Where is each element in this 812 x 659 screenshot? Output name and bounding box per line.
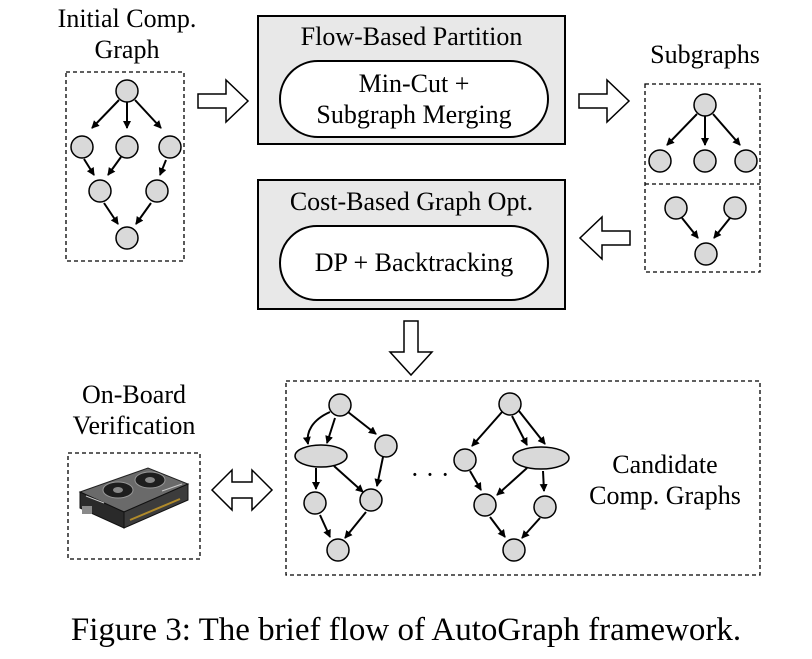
subgraphs-box: [644, 83, 761, 273]
optimization-title: Cost-Based Graph Opt.: [289, 187, 534, 216]
optimization-method: DP + Backtracking: [279, 225, 549, 301]
candidate-graph-b: [469, 410, 548, 539]
subgraph-1-nodes: [648, 93, 758, 173]
initial-graph-nodes: [70, 79, 182, 250]
gpu-card-icon: [78, 467, 190, 529]
bidirectional-arrow: [210, 468, 274, 512]
candidate-graph-b-nodes: [453, 392, 570, 562]
verification-label-line1: On-Board: [82, 380, 186, 409]
partition-method: Min-Cut + Subgraph Merging: [279, 60, 549, 138]
arrow-to-partition: [197, 78, 250, 124]
subgraph-2-nodes: [664, 196, 747, 266]
subgraph-2: [681, 217, 731, 239]
candidates-box: [285, 380, 761, 576]
partition-method-line1: Min-Cut +: [358, 68, 470, 98]
arrow-to-candidates: [388, 320, 434, 377]
verification-label: On-Board Verification: [48, 380, 220, 441]
candidates-label: Candidate Comp. Graphs: [570, 450, 760, 511]
initial-graph-box: [65, 71, 185, 262]
candidate-graph-a-nodes: [294, 393, 398, 562]
candidates-ellipsis: · · ·: [410, 460, 450, 489]
arrow-to-optimization: [578, 215, 631, 261]
initial-graph-label-line1: Initial Comp.: [57, 4, 197, 33]
partition-title: Flow-Based Partition: [300, 22, 523, 51]
subgraphs-label: Subgraphs: [650, 40, 760, 69]
candidate-graph-a: [302, 411, 384, 539]
figure-caption: Figure 3: The brief flow of AutoGraph fr…: [70, 612, 742, 648]
candidates-label-line1: Candidate: [612, 450, 718, 479]
initial-graph-label: Initial Comp. Graph: [40, 4, 214, 65]
subgraph-1: [666, 113, 741, 146]
arrow-to-subgraphs: [578, 78, 631, 124]
partition-method-line2: Subgraph Merging: [316, 100, 512, 129]
initial-graph: [83, 99, 167, 225]
verification-box: [67, 452, 201, 560]
verification-label-line2: Verification: [72, 410, 196, 440]
candidates-label-line2: Comp. Graphs: [589, 480, 741, 510]
initial-graph-label-line2: Graph: [94, 34, 160, 64]
